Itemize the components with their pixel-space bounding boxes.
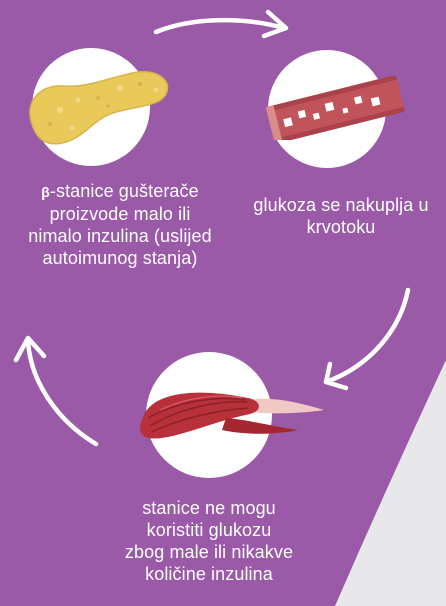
pancreas-label-line-1-text: -stanice gušterače (49, 181, 199, 201)
arrow-right (323, 287, 411, 385)
blood-vessel-label: glukoza se nakuplja u krvotoku (226, 194, 446, 238)
muscle-label-line-2: koristiti glukozu (146, 520, 272, 540)
muscle-icon (140, 392, 324, 439)
muscle-label: stanice ne mogu koristiti glukozu zbog m… (84, 497, 334, 585)
pancreas-label-line-4: autoimunog stanja) (42, 248, 198, 268)
pancreas-icon (29, 71, 169, 145)
muscle-label-line-3: zbog male ili nikakve (124, 542, 294, 562)
blood-vessel-label-line-1: glukoza se nakuplja u (253, 195, 429, 215)
arrow-top (153, 17, 287, 35)
muscle-label-line-4: količine inzulina (145, 564, 273, 584)
arrow-left (25, 337, 99, 447)
pancreas-label: β-stanice gušterače proizvode malo ili n… (0, 180, 240, 269)
arrow-top-head (261, 9, 289, 39)
muscle-label-line-1: stanice ne mogu (142, 498, 276, 518)
blood-vessel-label-line-2: krvotoku (306, 217, 376, 237)
arrow-right-head (323, 361, 349, 391)
arrow-left-head (13, 335, 47, 363)
pancreas-label-line-3: nimalo inzulina (uslijed (28, 226, 212, 246)
blood-vessel-glucose-icon (265, 76, 405, 140)
beta-symbol: β (41, 184, 50, 200)
pancreas-label-line-1: β-stanice gušterače (0, 180, 240, 203)
pancreas-label-line-2: proizvode malo ili (49, 204, 191, 224)
